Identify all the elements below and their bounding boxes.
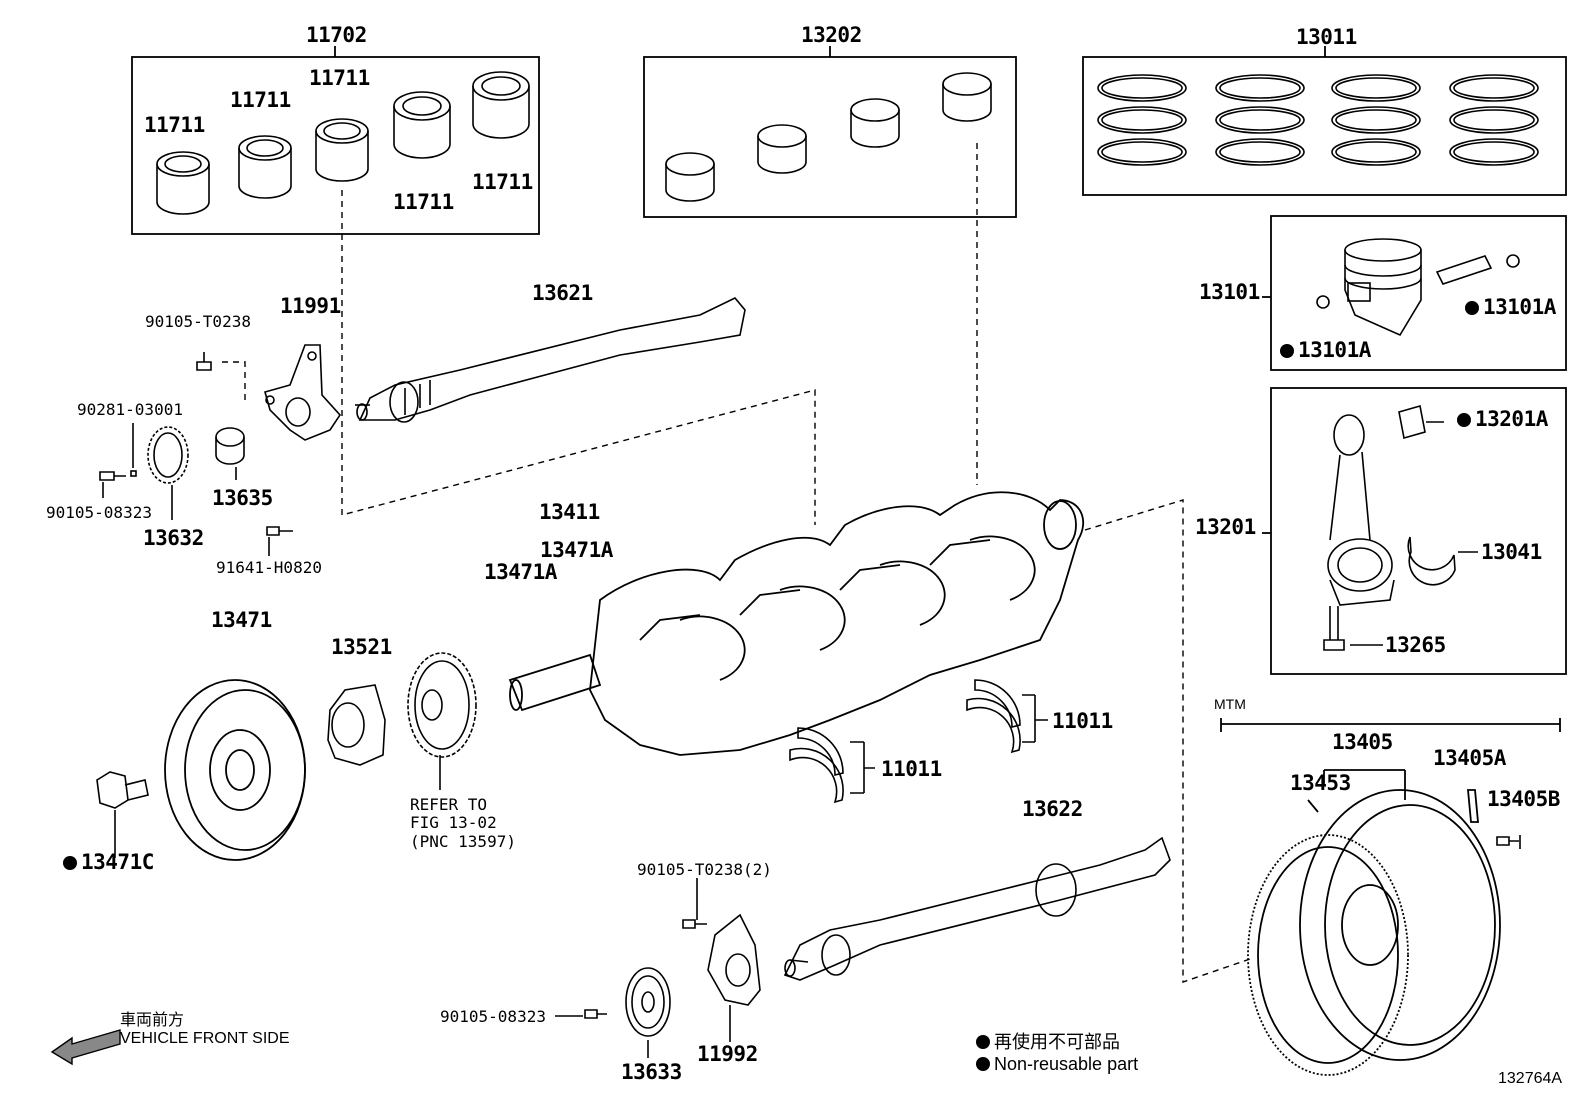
main-bearing-shells [156,71,530,215]
label-90105-08323: 90105-08323 [440,1007,546,1026]
label-11711: 11711 [309,66,370,90]
piston-drawing [1316,238,1520,337]
label-13202: 13202 [801,23,862,47]
front-direction-en: VEHICLE FRONT SIDE [120,1030,290,1047]
label-90105-08323: 90105-08323 [46,503,152,522]
nonreusable-dot-icon [1465,301,1479,315]
nonreusable-dot-icon [1457,413,1471,427]
label-11011: 11011 [1052,709,1113,733]
crankshaft [508,491,1085,756]
label-13405: 13405 [1332,730,1393,754]
label-13471: 13471 [211,608,272,632]
label-13633: 13633 [621,1060,682,1084]
label-mtm: MTM [1214,696,1246,712]
label-13471a: 13471A [484,560,557,584]
label-13521: 13521 [331,635,392,659]
nonreusable-dot-icon [1280,344,1294,358]
label-13101a: 13101A [1280,338,1371,362]
label-13405a: 13405A [1433,746,1506,770]
label-13201a: 13201A [1457,407,1548,431]
label-13041: 13041 [1481,540,1542,564]
label-13622: 13622 [1022,797,1083,821]
thrust-washers [789,679,1048,804]
label-13635: 13635 [212,486,273,510]
label-13101: 13101 [1199,280,1260,304]
label-13621: 13621 [532,281,593,305]
conrod-drawing [1323,404,1478,651]
label-13471c: 13471C [63,850,154,874]
label-fig-ref: FIG 13-02 [410,813,497,832]
camshaft-lower [783,836,1171,981]
label-pnc-ref: (PNC 13597) [410,832,516,851]
bearing-set-box [131,46,540,235]
timing-plate-lower [707,913,761,1042]
gear-13633 [625,967,671,1058]
label-90105-t0238-2: 90105-T0238(2) [637,860,772,879]
label-13411: 13411 [539,500,600,524]
label-11711: 11711 [144,113,205,137]
label-90105-t0238: 90105-T0238 [145,312,251,331]
conrod-box [1270,387,1567,675]
bushing-13635 [215,427,245,480]
label-13101a: 13101A [1465,295,1556,319]
front-direction-jp: 車両前方 [120,1012,185,1029]
timing-plate-upper [264,344,342,441]
figure-id: 132764A [1498,1070,1563,1087]
label-11711: 11711 [472,170,533,194]
nonreusable-dot-icon [63,856,77,870]
arrow-icon [50,1029,121,1066]
gear-13632 [147,426,189,520]
pulley-bolt [96,771,149,858]
camshaft-upper [355,297,746,423]
label-11992: 11992 [697,1042,758,1066]
nonreusable-dot-icon [976,1035,990,1049]
label-13405b: 13405B [1487,787,1560,811]
label-13632: 13632 [143,526,204,550]
crank-sprocket [327,684,386,766]
crank-pulley [164,679,306,861]
reference-leaders [222,143,1254,983]
timing-gear [407,652,477,790]
label-90281-03001: 90281-03001 [77,400,183,419]
flywheel [1220,718,1561,1076]
label-11711: 11711 [230,88,291,112]
conrod-bearing-shells [665,72,992,202]
label-13265: 13265 [1385,633,1446,657]
label-11702: 11702 [306,23,367,47]
legend-jp: 再使用不可部品 [976,1028,1120,1054]
label-13453: 13453 [1290,771,1351,795]
label-refer-to: REFER TO [410,795,488,814]
label-13011: 13011 [1296,25,1357,49]
legend-en: Non-reusable part [976,1054,1138,1075]
label-13201: 13201 [1195,515,1256,539]
label-11711: 11711 [393,190,454,214]
small-bolts [99,352,1521,1019]
piston-box [1270,215,1567,371]
conrod-bearing-box [643,56,1017,218]
label-11991: 11991 [280,294,341,318]
label-13471a: 13471A [540,538,613,562]
label-91641-h0820: 91641-H0820 [216,558,322,577]
label-11011: 11011 [881,757,942,781]
piston-ring-sets [1097,74,1539,166]
nonreusable-dot-icon [976,1057,990,1071]
